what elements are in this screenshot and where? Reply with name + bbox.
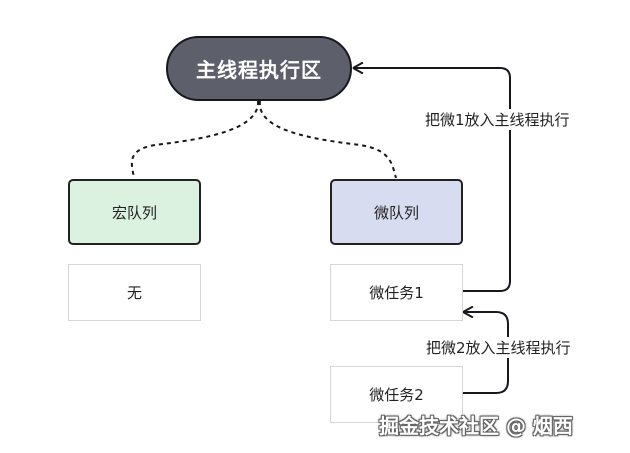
arrow-label-micro1: 把微1放入主线程执行 xyxy=(423,109,572,130)
watermark: 掘金技术社区 @ 烟西 xyxy=(379,414,573,438)
dashed-connector-macro xyxy=(130,100,260,179)
micro-task-1: 微任务1 xyxy=(330,264,463,321)
arrow-label-micro2: 把微2放入主线程执行 xyxy=(424,337,573,358)
main-thread-node: 主线程执行区 xyxy=(166,36,352,101)
macro-task-empty: 无 xyxy=(68,264,201,321)
dashed-connector-micro xyxy=(258,100,397,179)
micro-task-2: 微任务2 xyxy=(330,366,463,423)
macro-queue-node: 宏队列 xyxy=(68,179,201,245)
micro-queue-node: 微队列 xyxy=(330,179,463,245)
arrow-micro1-to-main xyxy=(354,68,511,292)
